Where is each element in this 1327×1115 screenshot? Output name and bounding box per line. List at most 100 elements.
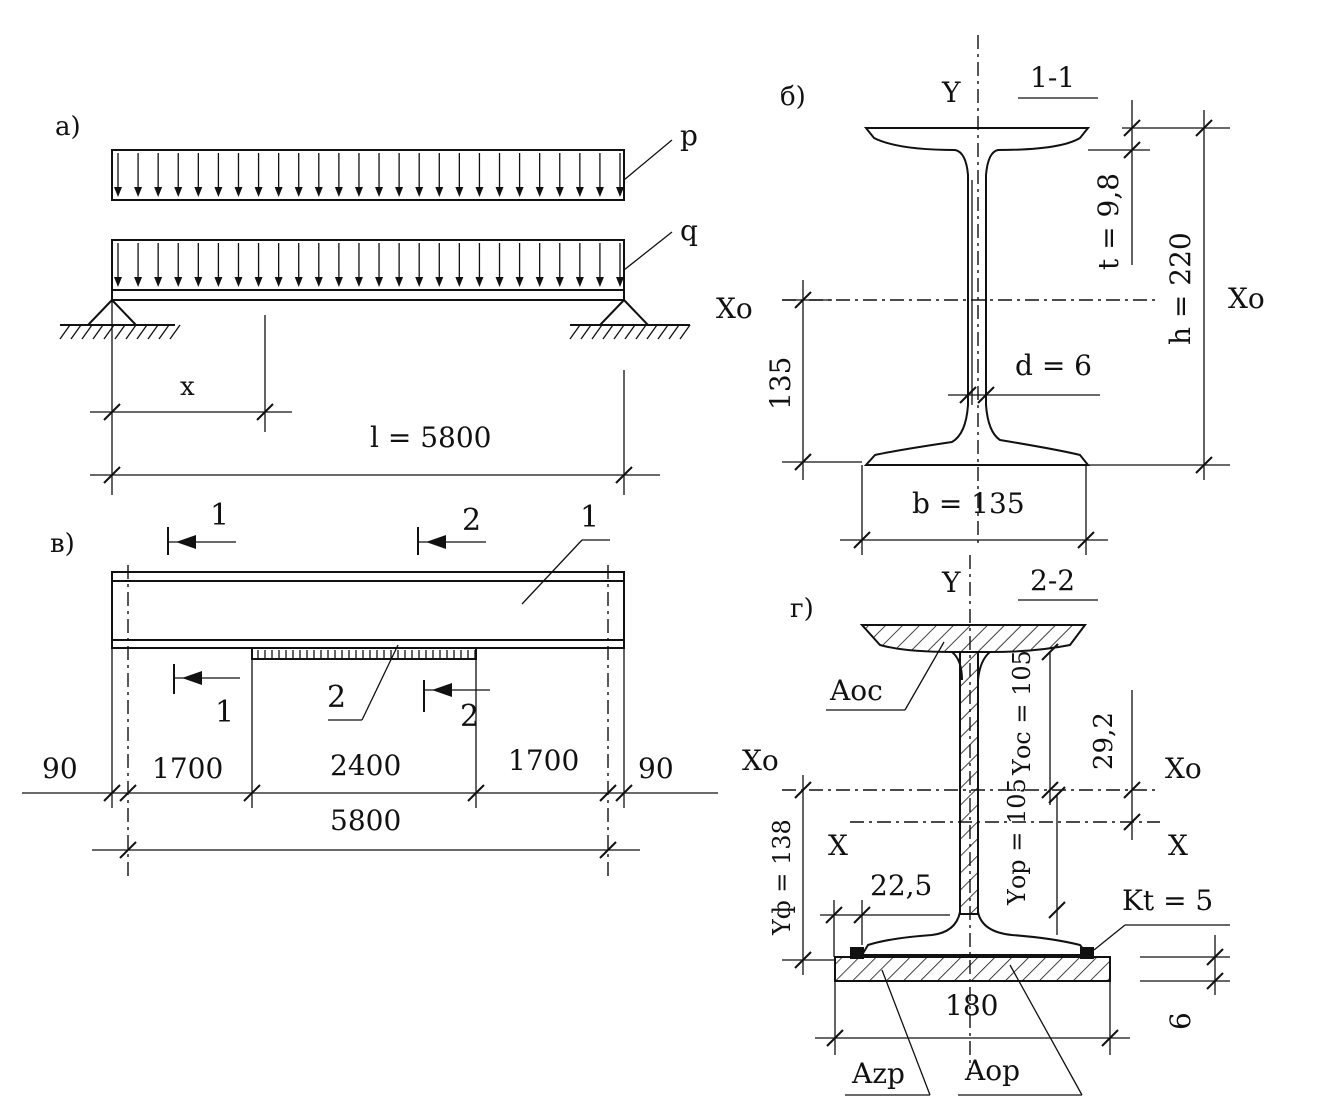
load-arrowhead: [455, 277, 464, 287]
load-arrowhead: [214, 187, 223, 197]
dim-1700-right: 1700: [508, 744, 579, 777]
panel-g: г) 2-2 Y Xo Xo X X Aос Yос = 105: [742, 555, 1230, 1096]
ibeam-1-1: [863, 127, 1091, 466]
dim-h: h = 220: [1164, 232, 1197, 345]
load-arrowhead: [375, 187, 384, 197]
label-aoc: Aос: [829, 674, 883, 707]
load-arrowhead: [294, 187, 303, 197]
load-arrowhead: [314, 277, 323, 287]
load-arrowhead: [435, 187, 444, 197]
load-arrowhead: [274, 187, 283, 197]
load-p-arrows: [114, 153, 624, 197]
load-arrowhead: [495, 187, 504, 197]
panel-a-label: а): [55, 112, 81, 142]
section-web: [959, 651, 979, 915]
load-q-label: q: [680, 214, 698, 247]
part2-label: 2: [327, 680, 346, 715]
load-arrowhead: [334, 187, 343, 197]
load-arrowhead: [174, 187, 183, 197]
load-arrowhead: [515, 277, 524, 287]
axis-y-b: Y: [941, 76, 961, 109]
load-arrowhead: [375, 277, 384, 287]
cut1-bottom: 1: [215, 695, 234, 730]
load-arrowhead: [254, 187, 263, 197]
load-q-arrows: [114, 243, 624, 287]
dim-span-label: l = 5800: [370, 421, 491, 454]
dim-yf: Yф = 138: [768, 819, 796, 936]
load-arrowhead: [174, 277, 183, 287]
load-arrowhead: [575, 187, 584, 197]
load-arrowhead: [314, 187, 323, 197]
section-1-1-title: 1-1: [1030, 61, 1075, 94]
axis-x-right-g: X: [1168, 829, 1188, 862]
load-arrowhead: [595, 277, 604, 287]
load-arrowhead: [555, 277, 564, 287]
section-plate: [834, 956, 1111, 982]
dim-b: b = 135: [912, 487, 1025, 520]
panel-b: б) 1-1 Y Xo Xo 135 h = 220 t = 9,8: [716, 35, 1265, 555]
load-arrowhead: [495, 277, 504, 287]
load-arrowhead: [334, 277, 343, 287]
load-arrowhead: [234, 187, 243, 197]
load-arrowhead: [154, 277, 163, 287]
load-arrowhead: [435, 277, 444, 287]
support-left: [59, 298, 181, 340]
dim-offset: 29,2: [1089, 712, 1119, 770]
dim-d: d = 6: [1015, 349, 1092, 382]
load-arrowhead: [616, 187, 624, 197]
load-arrowhead: [294, 277, 303, 287]
load-arrowhead: [535, 187, 544, 197]
load-arrowhead: [354, 277, 363, 287]
weld-right: [1080, 947, 1094, 959]
load-arrowhead: [555, 187, 564, 197]
cut1-top: 1: [210, 498, 229, 533]
load-arrowhead: [214, 277, 223, 287]
load-arrowhead: [475, 277, 484, 287]
cut2-top: 2: [462, 503, 481, 538]
load-arrowhead: [194, 187, 203, 197]
load-arrowhead: [515, 187, 524, 197]
panel-b-label: б): [780, 82, 806, 112]
beam: [111, 289, 625, 301]
axis-xo-left-b: Xo: [716, 292, 753, 325]
load-arrowhead: [134, 277, 143, 287]
support-right: [569, 298, 691, 340]
load-arrowhead: [274, 277, 283, 287]
cut2-bottom: 2: [460, 699, 479, 734]
beam-plan: [111, 571, 625, 649]
load-arrowhead: [475, 187, 484, 197]
dim-total: 5800: [330, 804, 401, 837]
load-p-band: [111, 149, 625, 201]
dim-22-5: 22,5: [870, 869, 932, 902]
load-arrowhead: [616, 277, 624, 287]
axis-xo-right-b: Xo: [1228, 282, 1265, 315]
load-arrowhead: [535, 277, 544, 287]
axis-xo-right-g: Xo: [1165, 752, 1202, 785]
axis-xo-left-g: Xo: [742, 744, 779, 777]
load-arrowhead: [595, 187, 604, 197]
dim-90-right: 90: [638, 752, 674, 785]
load-arrowhead: [395, 187, 404, 197]
panel-v: в) 1 2 1 2 1 2: [22, 498, 718, 880]
load-arrowhead: [154, 187, 163, 197]
panel-v-label: в): [50, 529, 75, 559]
plate-weld-ticks: [257, 650, 476, 658]
load-arrowhead: [395, 277, 404, 287]
panel-a: а) p q x: [55, 112, 698, 495]
dim-yop: Yор = 105: [1003, 778, 1031, 906]
label-kt: Kt = 5: [1122, 884, 1213, 917]
dim-plate-t: 6: [1164, 1012, 1197, 1030]
dim-2400: 2400: [330, 749, 401, 782]
dim-1700-left: 1700: [152, 752, 223, 785]
label-azp: Azp: [851, 1057, 905, 1090]
load-arrowhead: [134, 187, 143, 197]
load-p-label: p: [680, 119, 698, 152]
reinforcing-plate: [251, 647, 477, 660]
load-arrowhead: [575, 277, 584, 287]
section-2-2-title: 2-2: [1030, 564, 1075, 597]
panel-g-label: г): [790, 594, 814, 624]
section-bottom-flange: [860, 911, 1091, 956]
dim-yoc: Yос = 105: [1008, 650, 1036, 776]
axis-y-g: Y: [941, 566, 961, 599]
